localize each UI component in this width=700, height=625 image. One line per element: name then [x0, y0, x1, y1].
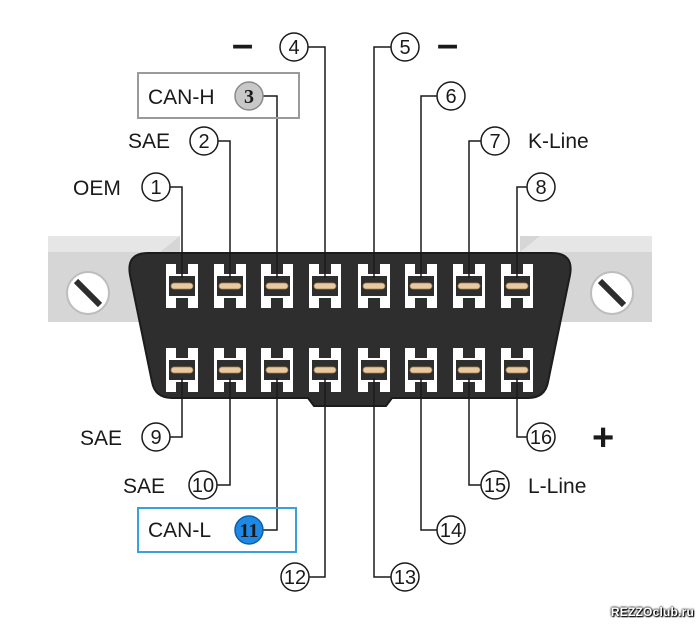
can-l-box [137, 507, 297, 553]
pin-number-15: 15 [484, 475, 506, 497]
leader-line-pin-14 [420, 378, 438, 531]
label-k-line: K-Line [528, 130, 589, 153]
pin-number-circle-3: 3 [234, 81, 264, 111]
pin-contact-10 [214, 348, 246, 392]
pin-contact-2 [214, 264, 246, 308]
pin-contact-13 [358, 348, 390, 392]
label-sae-pin9: SAE [80, 427, 122, 450]
label-sae-pin10: SAE [123, 475, 165, 498]
leader-line-pin-15 [468, 378, 482, 486]
leader-line-pin-11 [262, 378, 278, 531]
leader-line-pin-6 [420, 95, 438, 278]
pin-number-8: 8 [535, 177, 546, 199]
pin-contact-14 [405, 348, 437, 392]
leader-line-pin-9 [169, 378, 183, 438]
pin-number-circle-16: 16 [526, 422, 556, 452]
watermark: REZZOclub.ru [610, 605, 694, 619]
pin-number-circle-1: 1 [141, 172, 171, 202]
pin-number-2: 2 [198, 131, 209, 153]
pin-number-9: 9 [150, 427, 161, 449]
pin-number-11: 11 [240, 520, 259, 542]
pin-number-circle-4: 4 [279, 32, 309, 62]
pin-contact-9 [166, 348, 198, 392]
pin-number-13: 13 [394, 567, 416, 589]
leader-line-pin-10 [216, 378, 231, 486]
pin-number-circle-15: 15 [480, 470, 510, 500]
pin-contact-8 [501, 264, 533, 308]
pin-number-circle-14: 14 [436, 515, 466, 545]
pin-number-5: 5 [399, 37, 410, 59]
pin-contact-1 [166, 264, 198, 308]
label-sae-pin2: SAE [128, 130, 170, 153]
pin-number-10: 10 [192, 475, 214, 497]
pin-contact-4 [309, 264, 341, 308]
pin-number-3: 3 [244, 86, 254, 108]
label-l-line: L-Line [528, 475, 586, 498]
pin-contact-15 [453, 348, 485, 392]
pin-number-14: 14 [440, 520, 462, 542]
leader-line-pin-4 [307, 46, 326, 278]
pin-contact-3 [261, 264, 293, 308]
pin-number-circle-11: 11 [234, 515, 264, 545]
leader-line-pin-2 [217, 140, 231, 278]
pin-number-7: 7 [489, 131, 500, 153]
pin-number-circle-9: 9 [141, 422, 171, 452]
label-oem: OEM [73, 177, 121, 200]
pin-number-circle-13: 13 [390, 562, 420, 592]
pin-contact-11 [261, 348, 293, 392]
pin-number-circle-8: 8 [526, 172, 556, 202]
leader-line-pin-8 [516, 186, 528, 278]
leader-line-pin-16 [516, 378, 528, 438]
pin-number-16: 16 [530, 427, 552, 449]
pin-contact-5 [358, 264, 390, 308]
pin-number-circle-6: 6 [436, 81, 466, 111]
pin-number-circle-7: 7 [480, 126, 510, 156]
pin-number-12: 12 [284, 567, 306, 589]
pin-contact-12 [309, 348, 341, 392]
pin-number-circle-2: 2 [189, 126, 219, 156]
pin-number-circle-10: 10 [188, 470, 218, 500]
pin-number-circle-12: 12 [280, 562, 310, 592]
pin-contact-7 [453, 264, 485, 308]
pin-number-circle-5: 5 [390, 32, 420, 62]
ground-minus-right: – [437, 24, 458, 66]
leader-line-pin-3 [262, 95, 278, 278]
ground-minus-left: – [232, 24, 253, 66]
battery-plus: + [592, 417, 614, 459]
leader-line-pin-13 [373, 378, 392, 578]
leader-line-pin-5 [373, 46, 392, 278]
pin-number-4: 4 [288, 37, 299, 59]
pin-contact-16 [501, 348, 533, 392]
can-h-box [137, 72, 300, 119]
leader-line-pin-7 [468, 140, 482, 278]
leader-line-pin-1 [169, 186, 183, 278]
pin-number-6: 6 [445, 86, 456, 108]
leader-line-pin-12 [308, 378, 326, 578]
pin-contact-6 [405, 264, 437, 308]
label-can-h: CAN-H [148, 86, 215, 109]
label-can-l: CAN-L [148, 519, 211, 542]
pin-number-1: 1 [150, 177, 161, 199]
